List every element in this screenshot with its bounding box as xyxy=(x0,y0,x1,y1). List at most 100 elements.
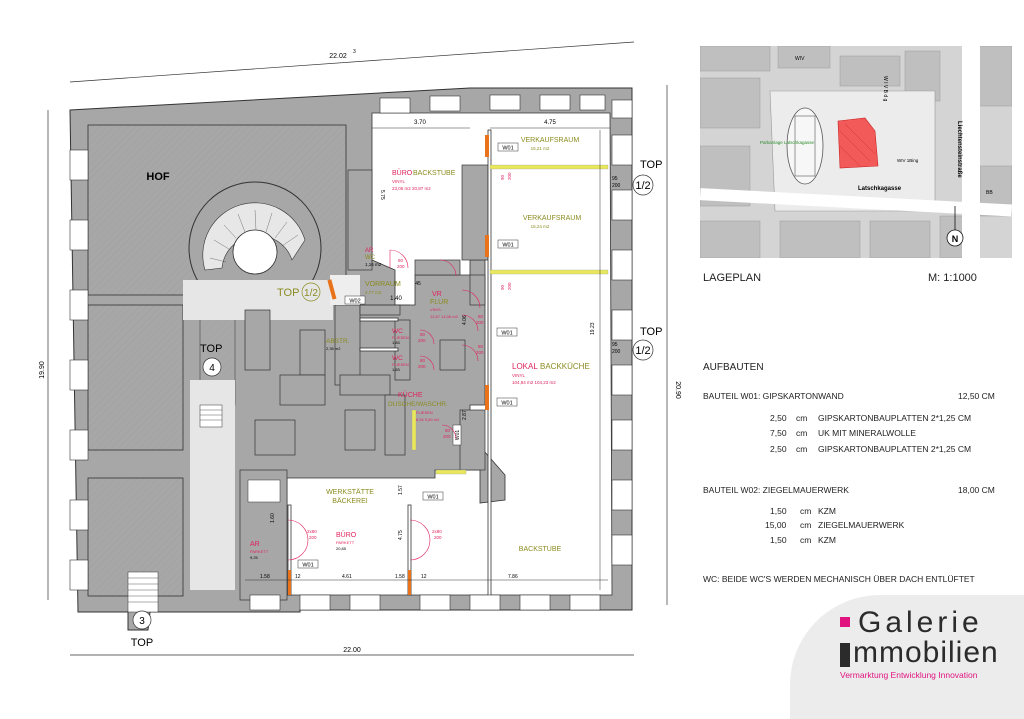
room-ar: AR xyxy=(365,248,374,254)
lageplan-map: Latschkagasse Liechtensteinstraße Parkan… xyxy=(700,46,1012,258)
north-arrow-icon: N xyxy=(946,206,964,247)
room-vr: VR xyxy=(432,291,442,298)
door-200-e: 200 xyxy=(476,350,484,355)
room-verkaufsraum-1-area: 15,21 m2 xyxy=(531,146,550,151)
logo-bar-i xyxy=(840,643,850,667)
outer-dimensions xyxy=(47,41,668,656)
room-kueche-area: 8,54 9,80 m2 xyxy=(416,417,440,422)
dim-475: 4.75 xyxy=(544,120,556,126)
windows-left xyxy=(69,149,89,591)
logo-backdrop xyxy=(790,595,1024,719)
room-kueche: KÜCHE xyxy=(398,391,423,399)
top-95-2: 95 xyxy=(612,342,618,348)
top-label-2: TOP xyxy=(640,326,662,338)
room-abstr: ABSTR. xyxy=(326,338,350,345)
top-marker-3: 3 TOP xyxy=(131,610,153,649)
code-wiv-bing: WIV 1Bing xyxy=(897,158,919,163)
top-num-4: 4 xyxy=(209,363,215,374)
top-95-1: 95 xyxy=(612,176,618,182)
top-label-center: TOP xyxy=(277,287,299,299)
stair-small-treads xyxy=(200,409,222,421)
park-loop xyxy=(786,107,824,185)
room-wc-2-area: 1,83 xyxy=(392,367,401,372)
top-label-4: TOP xyxy=(200,343,222,355)
dim-160: 1.60 xyxy=(270,513,276,523)
room-lokal-area: 104,84 m2 104,23 m2 xyxy=(512,380,556,385)
dim-786: 7.86 xyxy=(508,574,518,580)
street-latschkagasse: Latschkagasse xyxy=(858,186,902,192)
w01-total: 12,50 CM xyxy=(958,391,995,401)
w02-tag: W02 xyxy=(349,299,360,305)
w01-tag-1: W01 xyxy=(502,146,513,152)
w01-tag-2: W01 xyxy=(502,243,513,249)
door-200-i: 200 xyxy=(309,535,317,540)
room-abstr-area: 2,35 m2 xyxy=(326,346,341,351)
room-wc-2: WC xyxy=(392,355,403,362)
w01-layer-2-unit: cm xyxy=(796,428,808,438)
hatched-area-1 xyxy=(87,304,184,451)
wall-tags: W01 W01 W01 W01 W01 W01 W01 W02 xyxy=(297,142,519,569)
logo-tagline: Vermarktung Entwicklung Innovation xyxy=(840,670,978,680)
room-buero-2-area: 20,85 xyxy=(336,546,347,551)
inner-dim-lines xyxy=(245,127,610,590)
door-200-f: 200 xyxy=(418,338,426,343)
stair-bottom-treads xyxy=(128,577,158,603)
partition-walls xyxy=(287,129,492,601)
door-200-c: 200 xyxy=(397,264,405,269)
door-80-f: 80 xyxy=(445,428,451,433)
dim-140: 1.40 xyxy=(390,296,402,302)
room-flur-area: 12,67 14,06 m2 xyxy=(430,314,459,319)
park-label: Parkanlage Latschkagasse xyxy=(760,140,815,145)
w01-layer-2-value: 7,50 xyxy=(770,428,787,438)
lageplan-label: LAGEPLAN xyxy=(703,272,762,284)
dim-top-exp: 3 xyxy=(353,49,356,55)
top-marker-right-1: TOP 1/2 95 200 xyxy=(612,159,662,196)
top-frac-1: 1/2 xyxy=(635,180,650,192)
logo-line2: mmobilien xyxy=(853,636,999,669)
top-marker-4: TOP 4 xyxy=(200,343,222,377)
room-vorraum-area: 4,77 m2 xyxy=(365,290,382,295)
room-buero-sub: BACKSTUBE xyxy=(413,170,456,177)
door-90-a: 90 xyxy=(500,174,505,180)
new-walls-orange xyxy=(288,135,489,595)
wc-note: WC: BEIDE WC'S WERDEN MECHANISCH ÜBER DA… xyxy=(703,574,975,584)
room-ar-area: 1,16 m2 xyxy=(365,262,382,267)
property-highlight xyxy=(837,117,879,169)
w01-tag-6: W01 xyxy=(302,563,313,569)
north-letter: N xyxy=(952,234,959,244)
room-dusche: DUSCHE/WASCHR. xyxy=(388,401,448,408)
dim-left: 19.90 xyxy=(39,361,46,379)
room-backkueche: BACKKÜCHE xyxy=(540,362,590,371)
room-verkaufsraum-2: VERKAUFSRAUM xyxy=(523,215,582,222)
room-flur: FLUR xyxy=(430,299,448,306)
top-num-3: 3 xyxy=(139,616,145,627)
room-wc-small: WC xyxy=(365,255,376,261)
room-hof: HOF xyxy=(146,171,170,183)
room-buero: BÜRO xyxy=(392,169,413,177)
dim-406: 4.06 xyxy=(462,315,468,325)
room-ar-2-area: 9,25 xyxy=(250,555,259,560)
room-wc-1-floor: FLIESEN xyxy=(392,335,409,340)
windows-right xyxy=(611,99,633,566)
door-80-a: 80 xyxy=(398,258,404,263)
logo-square-magenta xyxy=(840,617,850,627)
dim-1923: 19.23 xyxy=(590,322,596,335)
top-label-3: TOP xyxy=(131,637,153,649)
w02-title: BAUTEIL W02: ZIEGELMAUERWERK xyxy=(703,485,849,495)
room-buero-area: 23,06 m2 20,87 m2 xyxy=(392,186,431,191)
w02-layer-1-unit: cm xyxy=(800,506,812,516)
new-walls-yellow xyxy=(411,164,609,475)
w01-tag-5: W01 xyxy=(427,495,438,501)
w02-total: 18,00 CM xyxy=(958,485,995,495)
top-label-1: TOP xyxy=(640,159,662,171)
w01-tag-7: W01 xyxy=(455,430,461,441)
top-marker-center: TOP 1/2 xyxy=(277,282,321,302)
w02-layer-3-unit: cm xyxy=(800,535,812,545)
door-90-b: 90 xyxy=(500,284,505,290)
dim-bottom: 22.00 xyxy=(343,647,361,654)
door-80-d: 80 xyxy=(420,332,426,337)
w01-layer-3-value: 2,50 xyxy=(770,444,787,454)
door-200-g: 200 xyxy=(418,364,426,369)
stair-core xyxy=(232,229,278,275)
